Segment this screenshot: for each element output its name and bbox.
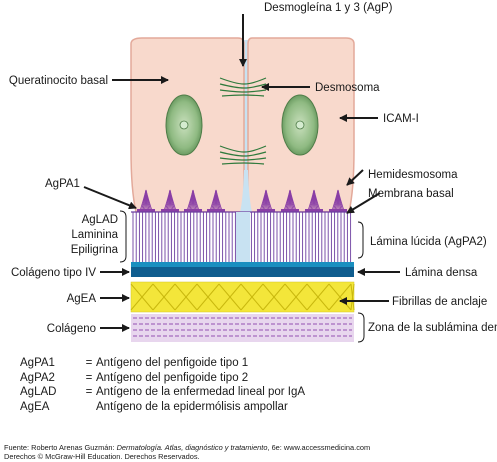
- hemidesmosome-6: [281, 189, 299, 213]
- bracket-lucida: [357, 221, 364, 259]
- legend-row-aglad: AgLAD=Antígeno de la enfermedad lineal p…: [20, 386, 306, 399]
- bracket-left: [119, 210, 127, 263]
- collagen-fibers: [133, 317, 352, 337]
- label-desmogleina: Desmogleína 1 y 3 (AgP): [264, 2, 393, 14]
- label-hemidesmosoma: Hemidesmosoma: [368, 169, 458, 181]
- legend-row-agpa1: AgPA1=Antígeno del penfigoide tipo 1: [20, 357, 249, 369]
- arrow-agpa1: [83, 186, 137, 210]
- arrow-membrana-basal: [346, 192, 381, 214]
- hemidesmosomes: [137, 189, 347, 213]
- desmosome-upper: [219, 77, 267, 97]
- label-icam: ICAM-I: [383, 113, 419, 125]
- source-credit: Fuente: Roberto Arenas Guzmán: Dermatolo…: [4, 443, 371, 462]
- hemidesmosome-1: [137, 189, 155, 213]
- label-aglad: AgLAD: [82, 214, 118, 226]
- label-laminina: Laminina: [71, 229, 118, 241]
- anchoring-fibrils-pattern: [130, 283, 355, 311]
- hemidesmosome-3: [184, 189, 202, 213]
- label-agea: AgEA: [67, 293, 97, 305]
- nucleus-right: [281, 94, 319, 156]
- desmosome-lower: [219, 145, 267, 165]
- label-fibrillas: Fibrillas de anclaje: [392, 296, 487, 308]
- label-queratinocito: Queratinocito basal: [9, 75, 108, 87]
- label-agpa1: AgPA1: [45, 178, 80, 190]
- anchoring-fibrils-band: [130, 281, 355, 313]
- source-title: Dermatología. Atlas, diagnóstico y trata…: [116, 443, 268, 452]
- nucleus-left: [165, 94, 203, 156]
- hemidesmosome-4: [207, 189, 225, 213]
- hemidesmosome-8: [329, 189, 347, 213]
- collagen-iv-band: [131, 262, 354, 267]
- label-lamina-lucida: Lámina lúcida (AgPA2): [370, 236, 487, 248]
- legend-row-agpa2: AgPA2=Antígeno del penfigoide tipo 2: [20, 371, 249, 384]
- label-desmosoma: Desmosoma: [315, 82, 380, 94]
- bracket-sublamina: [357, 312, 365, 343]
- source-rights: Derechos © McGraw-Hill Education. Derech…: [4, 452, 200, 462]
- legend: AgPA1=Antígeno del penfigoide tipo 1 AgP…: [20, 356, 305, 414]
- label-membrana-basal: Membrana basal: [368, 188, 454, 200]
- label-lamina-densa: Lámina densa: [405, 267, 478, 279]
- label-zona-sublamina: Zona de la sublámina densa: [368, 322, 497, 334]
- hemidesmosome-5: [257, 189, 275, 213]
- label-colageno: Colágeno: [47, 323, 96, 335]
- arrow-hemidesmosoma: [346, 169, 364, 186]
- hemidesmosome-7: [305, 189, 323, 213]
- hemidesmosome-2: [161, 189, 179, 213]
- lamina-densa-band: [131, 267, 354, 277]
- label-epiligrina: Epiligrina: [71, 244, 119, 256]
- label-colageno-iv: Colágeno tipo IV: [11, 267, 96, 279]
